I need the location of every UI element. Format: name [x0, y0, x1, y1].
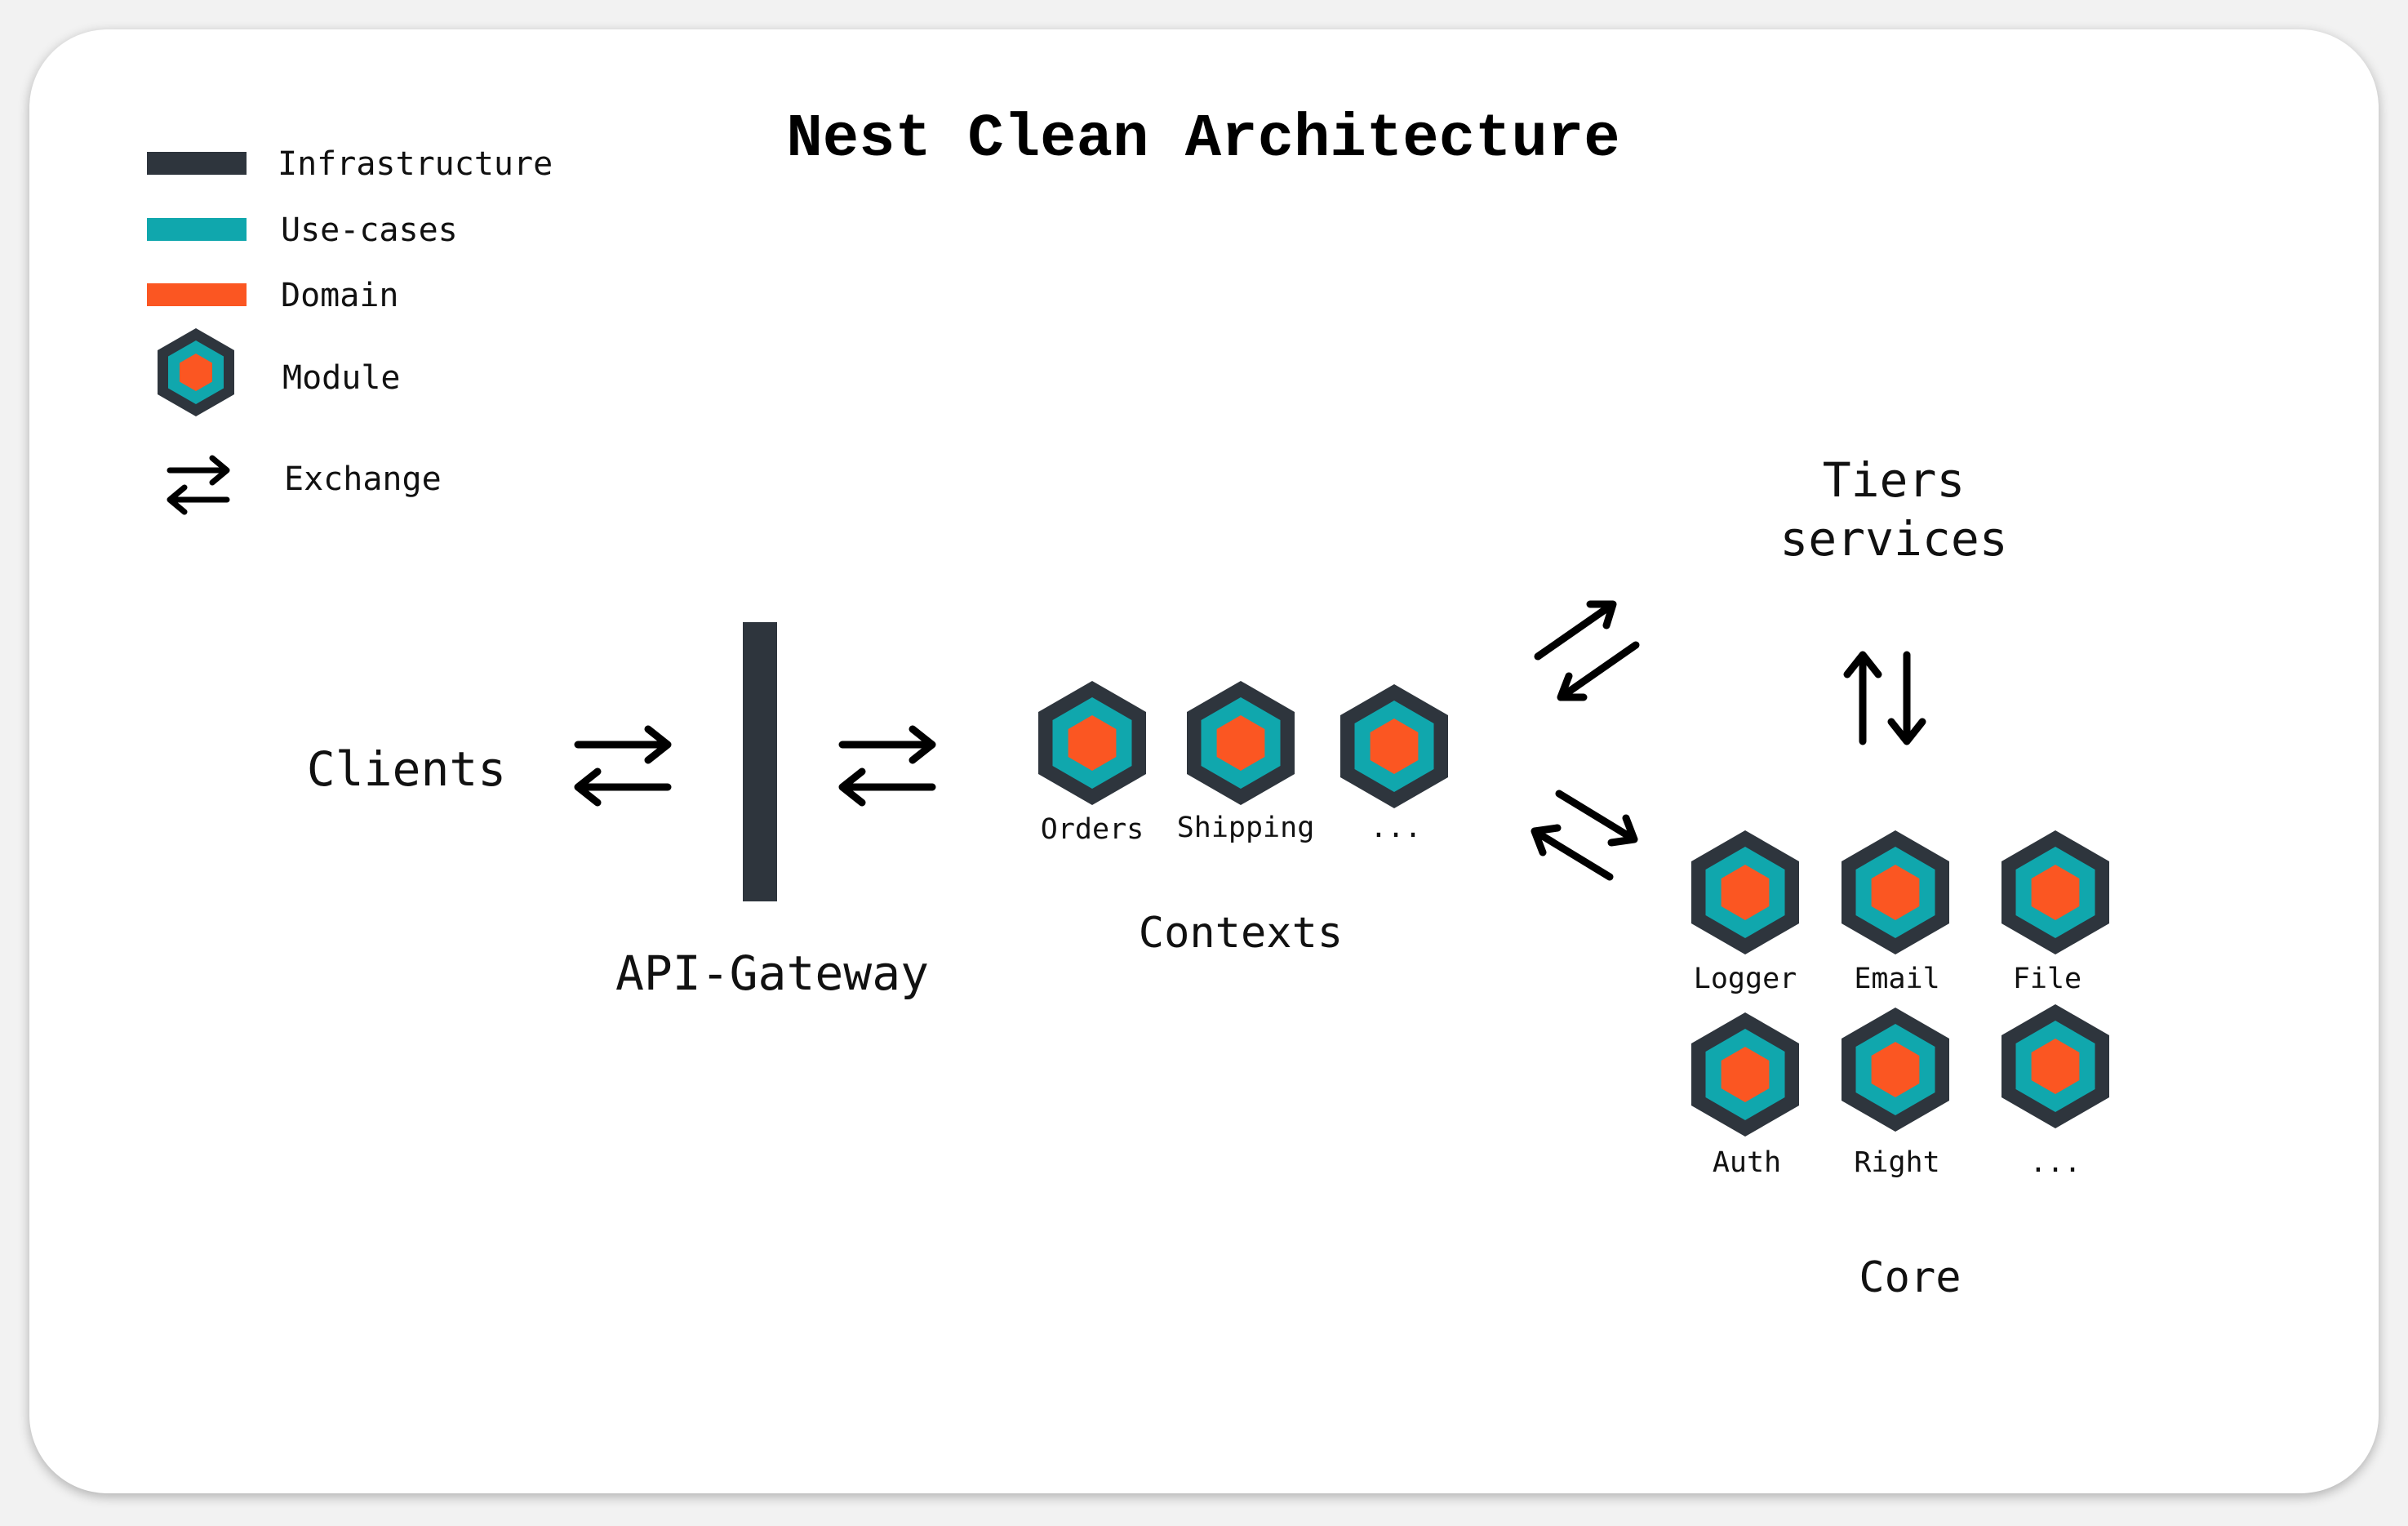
context-module-orders-icon [1038, 681, 1146, 805]
hexagon-module-icon [158, 328, 234, 416]
api-gateway-bar [743, 622, 777, 901]
contexts-group: Orders Shipping ... [1038, 681, 1448, 846]
contexts-label: Contexts [1139, 909, 1343, 958]
legend: Infrastructure Use-cases Domain Module E… [147, 145, 553, 515]
exchange-arrows-icon [167, 455, 230, 515]
legend-exchange-label: Exchange [284, 460, 442, 498]
core-module-label: File [2013, 963, 2081, 995]
diagram-title: Nest Clean Architecture [786, 105, 1619, 174]
tiers-services-label-line1: Tiers [1823, 452, 1966, 508]
core-module-label: Right [1854, 1146, 1939, 1179]
core-module-logger-icon [1691, 830, 1799, 954]
core-module-more-icon [2001, 1004, 2109, 1128]
context-module-label: Orders [1041, 813, 1144, 846]
gateway-contexts-exchange-icon [838, 725, 936, 807]
core-module-right-icon [1842, 1008, 1949, 1132]
legend-use-cases-label: Use-cases [281, 211, 458, 249]
core-module-label: Logger [1694, 963, 1797, 995]
legend-infrastructure-label: Infrastructure [278, 145, 553, 183]
core-module-label: ... [2029, 1146, 2081, 1179]
core-module-label: Auth [1713, 1146, 1781, 1179]
legend-module-label: Module [282, 359, 401, 397]
tiers-core-exchange-icon [1843, 651, 1926, 745]
core-module-email-icon [1842, 830, 1949, 954]
legend-domain-label: Domain [281, 277, 399, 314]
clients-gateway-exchange-icon [574, 725, 672, 807]
contexts-core-exchange-icon [1531, 790, 1638, 881]
core-group: Logger Email File Auth Right ... [1691, 830, 2109, 1179]
context-module-label: ... [1370, 812, 1421, 844]
core-module-file-icon [2001, 830, 2109, 954]
clients-label: Clients [307, 741, 506, 797]
core-module-label: Email [1854, 963, 1939, 995]
tiers-services-label-line2: services [1779, 511, 2007, 567]
core-label: Core [1859, 1253, 1961, 1302]
context-module-label: Shipping [1177, 812, 1315, 844]
context-module-shipping-icon [1187, 681, 1295, 805]
legend-use-cases-swatch [147, 218, 247, 241]
context-module-more-icon [1340, 684, 1448, 808]
legend-infrastructure-swatch [147, 152, 247, 175]
core-module-auth-icon [1691, 1012, 1799, 1137]
api-gateway-label: API-Gateway [615, 945, 929, 1001]
legend-domain-swatch [147, 283, 247, 306]
contexts-tiers-exchange-icon [1534, 600, 1640, 701]
